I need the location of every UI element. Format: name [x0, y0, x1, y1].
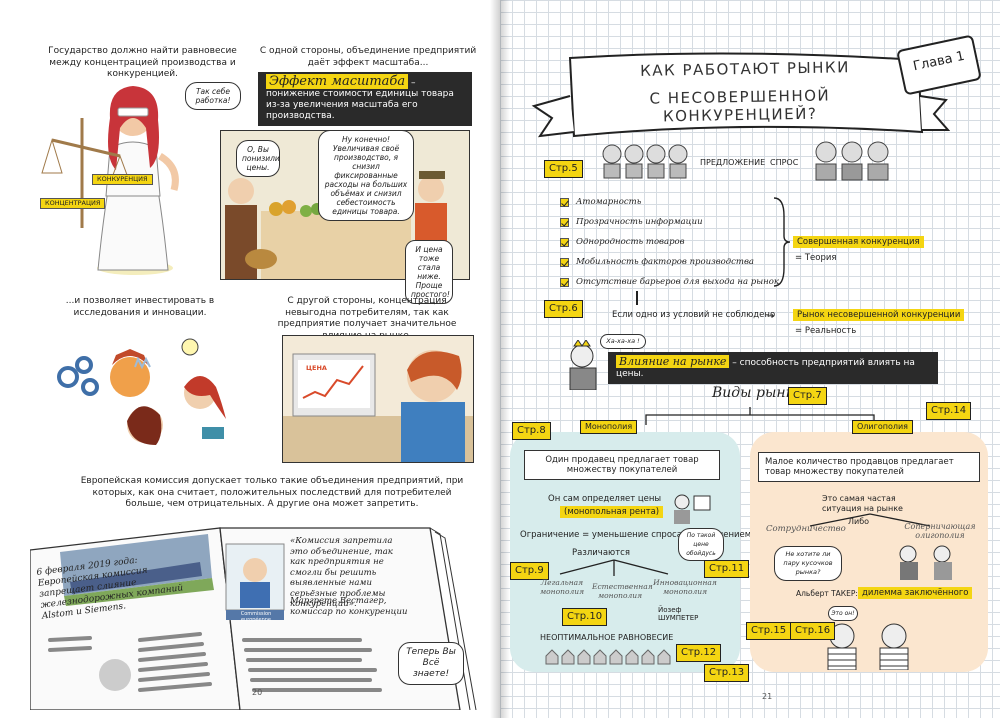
title-banner [530, 40, 951, 150]
oligopoly-branch-lines [800, 512, 940, 528]
final-bubble: Теперь Вы Всё знаете! [398, 642, 464, 685]
screen-price-label: ЦЕНА [306, 364, 327, 372]
news-quote: «Комиссия запретила это объединение, так… [290, 536, 393, 609]
computer-panel [282, 335, 474, 463]
laughing-man-illustration [560, 339, 610, 391]
price-limit-label: Ограничение = уменьшение спроса с увелич… [520, 530, 778, 540]
sellers-illustration [600, 140, 690, 180]
panel1-caption: Государство должно найти равновесие межд… [48, 46, 237, 79]
natural-monopoly: Естественная монополия [592, 582, 653, 600]
market-power-term: Влияние на рынке [616, 355, 730, 368]
economies-of-scale-text: – понижение стоимости единицы товара из-… [266, 78, 454, 121]
page-number-right: 21 [762, 692, 773, 701]
nonoptimal-label: НЕОПТИМАЛЬНОЕ РАВНОВЕСИЕ [540, 633, 674, 642]
cooperation-label: Сотрудничество [766, 524, 846, 534]
handshake-illustration [896, 544, 956, 580]
page-ref-16[interactable]: Стр.16 [790, 622, 836, 640]
condition-3: Однородность товаров [576, 237, 685, 247]
condition-4: Мобильность факторов производства [576, 257, 755, 267]
laugh-bubble: Ха-ха-ха ! [600, 334, 646, 349]
sets-price-label: Он сам определяет цены [548, 494, 662, 504]
page-ref-8[interactable]: Стр.8 [512, 422, 551, 440]
differ-label: Различаются [572, 548, 630, 558]
page-ref-9[interactable]: Стр.9 [510, 562, 549, 580]
panel2-caption: С одной стороны, объединение предприятий… [259, 46, 477, 68]
if-not-label: Если одно из условий не соблюдено [612, 310, 776, 320]
arrow-right-icon: → [766, 311, 775, 322]
market-power-text: – способность предприятий влиять на цены… [616, 358, 915, 379]
condition-2-checkbox [560, 218, 569, 227]
condition-3-checkbox [560, 238, 569, 247]
or-label: Либо [848, 517, 870, 526]
condition-1: Атомарность [576, 197, 642, 207]
reality-label: = Реальность [795, 326, 857, 336]
competition-label: КОНКУРЕНЦИЯ [92, 174, 153, 185]
page-ref-14[interactable]: Стр.14 [926, 402, 972, 420]
panel3-caption: ...и позволяет инвестировать в исследова… [65, 296, 215, 318]
page-ref-10[interactable]: Стр.10 [562, 608, 608, 626]
theory-label: = Теория [795, 253, 837, 263]
condition-2: Прозрачность информации [576, 217, 703, 227]
page-ref-7[interactable]: Стр.7 [788, 387, 827, 405]
prisoners-dilemma-label: дилемма заключённого [858, 587, 973, 599]
market-tree-lines [640, 405, 880, 429]
monopoly-description-box: Один продавец предлагает товар множеству… [524, 450, 720, 480]
seller-bubble: Ну конечно! Увеличивая своё производство… [318, 130, 414, 221]
photo-caption: Commission européenne [240, 611, 272, 623]
arrow-down-1 [636, 291, 638, 305]
right-page: Как работают рынки с несовершенной конку… [500, 0, 1000, 718]
oligopoly-bubble: Не хотите ли пару кусочков рынка? [774, 546, 842, 581]
houses-illustration [544, 646, 674, 666]
condition-5-checkbox [560, 278, 569, 287]
market-power-definition: Влияние на рынке – способность предприят… [608, 352, 938, 384]
condition-5: Отсутствие барьеров для выхода на рынок [576, 277, 779, 287]
teacher-illustration [672, 492, 712, 524]
monopoly-label: Монополия [580, 420, 638, 434]
page-number-left: 20 [252, 688, 263, 697]
condition-4-checkbox [560, 258, 569, 267]
panel5-caption: Европейская комиссия допускает только та… [80, 476, 464, 509]
this-is-him-bubble: Это он! [828, 606, 858, 621]
page-ref-12[interactable]: Стр.12 [676, 644, 722, 662]
imperfect-competition-label: Рынок несовершенной конкуренции [793, 309, 965, 321]
market-types-title: Виды рынка [712, 385, 803, 401]
panel1-bubble: Так себе работка! [185, 82, 241, 110]
economies-of-scale-definition: Эффект масштаба – понижение стоимости ед… [258, 72, 472, 126]
tucker-label: Альберт ТАКЕР: [796, 589, 858, 598]
page-ref-5[interactable]: Стр.5 [544, 160, 583, 178]
innovation-illustration [40, 325, 240, 465]
title-line-2: с несовершенной конкуренцией? [649, 86, 831, 126]
most-common-label: Это самая частая ситуация на рынке [822, 494, 903, 513]
page-ref-13[interactable]: Стр.13 [704, 664, 750, 682]
condition-1-checkbox [560, 198, 569, 207]
conditions-brace [772, 196, 792, 288]
perfect-competition-label: Совершенная конкуренция [793, 236, 924, 248]
rival-oligopoly-label: Соперничающая олигополия [904, 522, 976, 540]
page-ref-15[interactable]: Стр.15 [746, 622, 792, 640]
page-ref-6[interactable]: Стр.6 [544, 300, 583, 318]
legal-monopoly: Легальная монополия [539, 578, 585, 596]
page-ref-11[interactable]: Стр.11 [704, 560, 750, 578]
price-bubble: И цена тоже стала ниже. Проще простого! [405, 240, 453, 304]
economies-of-scale-term: Эффект масштаба [266, 74, 409, 89]
customer-bubble: О, Вы понизили цены. [236, 140, 280, 177]
prisoners-illustration [820, 620, 920, 671]
buyers-illustration [812, 138, 892, 182]
oligopoly-description-box: Малое количество продавцов предлагает то… [758, 452, 980, 482]
demand-label: СПРОС [770, 158, 799, 167]
monopoly-bubble: По такой цене обойдусь [678, 528, 724, 561]
supply-label: ПРЕДЛОЖЕНИЕ [700, 158, 766, 167]
monopoly-rent-label: (монопольная рента) [560, 506, 664, 518]
concentration-label: КОНЦЕНТРАЦИЯ [40, 198, 106, 209]
oligopoly-label: Олигополия [852, 420, 913, 434]
left-page: Государство должно найти равновесие межд… [29, 46, 477, 711]
innovation-monopoly: Инновационная монополия [653, 578, 717, 596]
news-author: Маргрете Вестагер, комиссар по конкуренц… [290, 596, 408, 617]
schumpeter-label: Йозеф ШУМПЕТЕР [658, 606, 699, 622]
differ-arrows [550, 558, 680, 578]
